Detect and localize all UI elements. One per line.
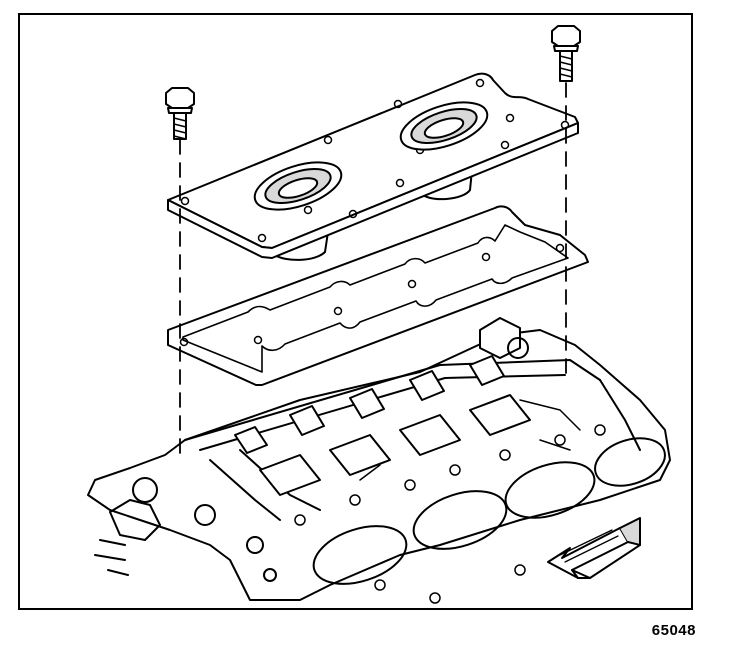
front-seal-boss [253,161,343,211]
figure-reference-number: 65048 [651,622,696,639]
bolt-alignment-lines [179,82,567,456]
valley-lifter-bosses [234,355,531,496]
rear-seal-boss [399,101,489,151]
deck-bolt-holes [294,424,606,604]
bolt-icon [165,87,195,140]
bolt-icon [551,25,581,82]
valley-cover-plate [167,72,579,261]
cylinder-bores [312,437,666,585]
valley-cover-gasket [167,205,589,386]
engine-block [87,317,671,604]
diagram-frame [18,13,693,610]
front-direction-arrow-icon [547,517,641,579]
